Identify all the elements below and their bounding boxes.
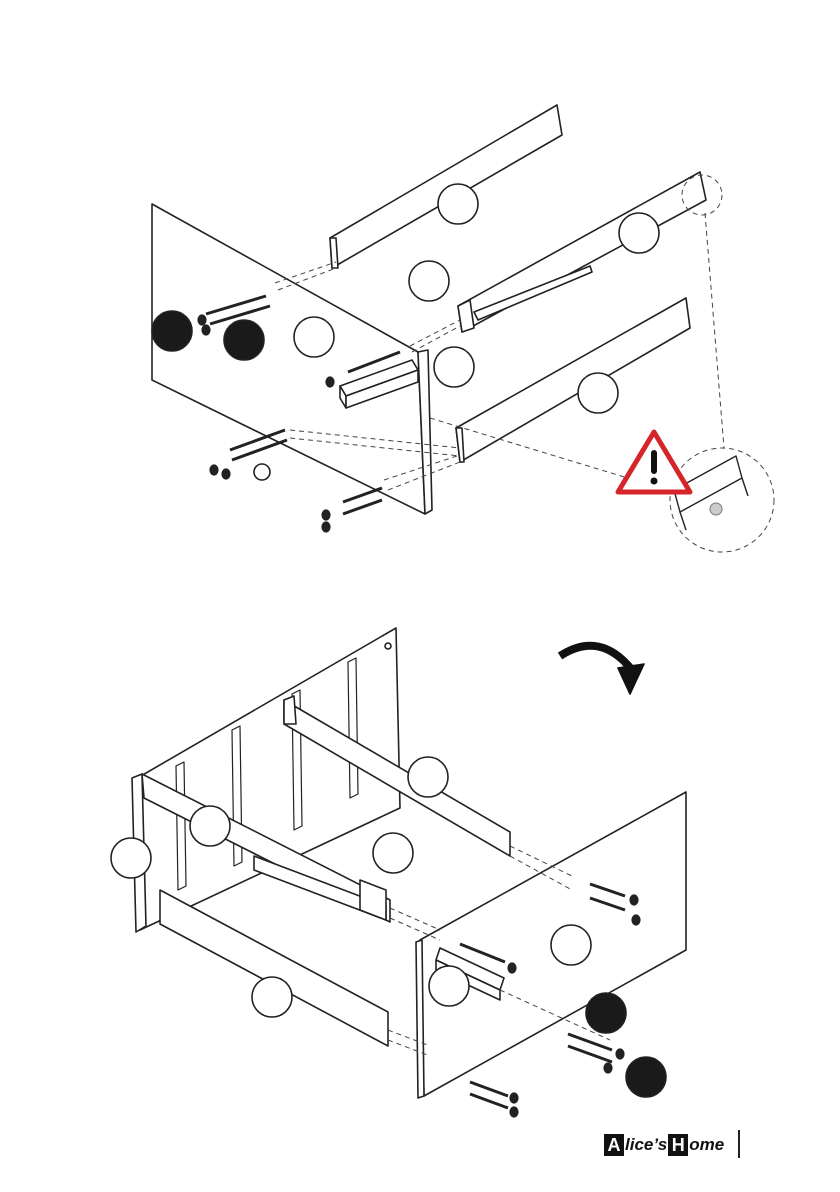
side-panel-top [152, 204, 432, 514]
back-rail-top [330, 105, 562, 268]
warning-triangle-icon [618, 432, 690, 492]
logo-text-1: lice’s [625, 1135, 667, 1155]
logo-letter-h: H [668, 1134, 688, 1156]
brand-logo: A lice’s H ome [604, 1130, 725, 1160]
logo-text-2: ome [689, 1135, 724, 1155]
logo-letter-a: A [604, 1134, 624, 1156]
detail-callout-large [670, 448, 774, 552]
rotate-clockwise-arrow-icon [560, 646, 644, 694]
bottom-rail-bottom [160, 890, 388, 1046]
logo-divider [738, 1130, 740, 1158]
